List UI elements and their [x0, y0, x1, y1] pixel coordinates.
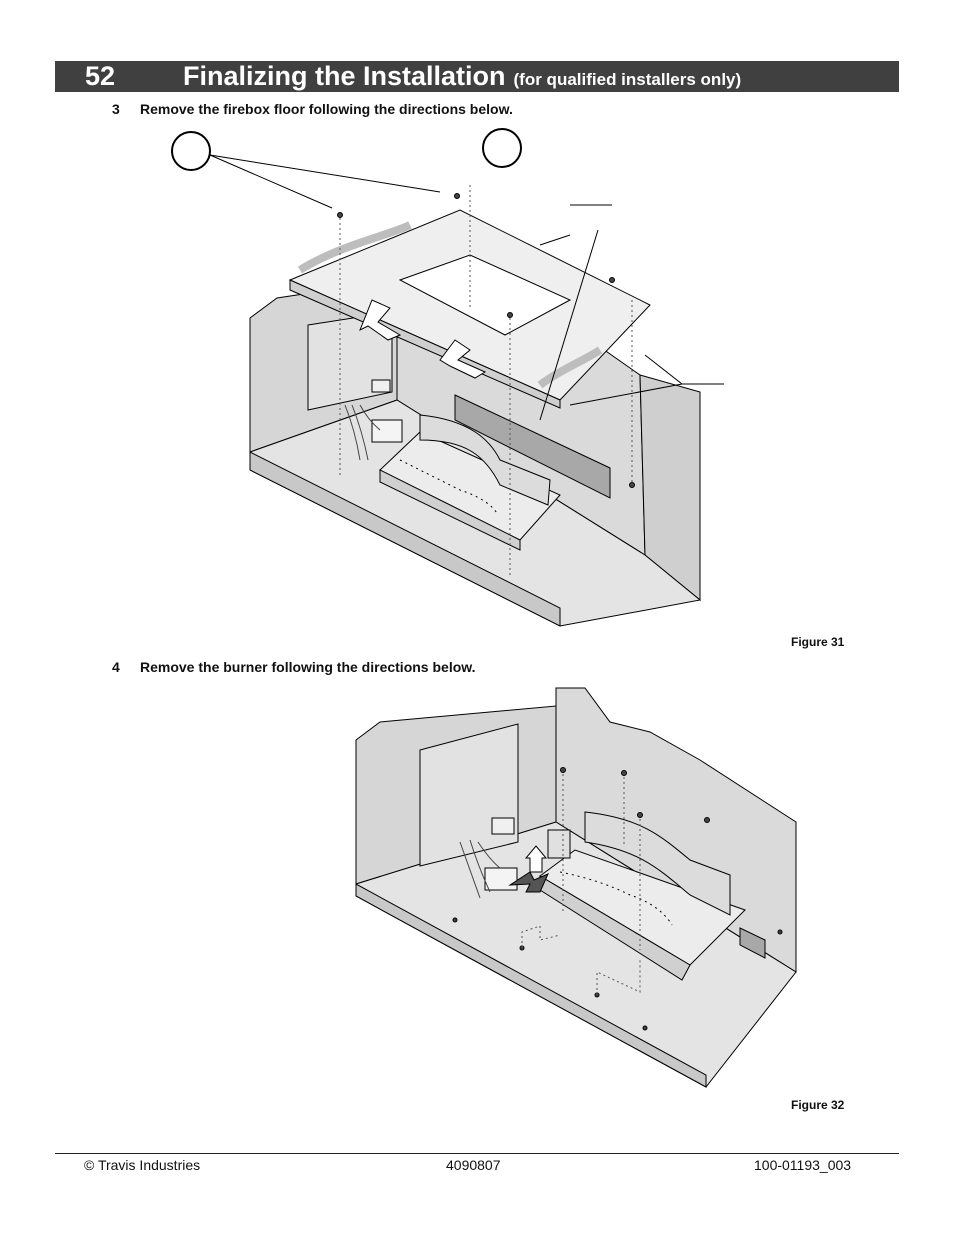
gas-valve	[371, 419, 403, 443]
section-header: 52 Finalizing the Installation (for quali…	[55, 61, 899, 92]
callout-circle-a	[171, 131, 211, 171]
burner-log-support	[419, 414, 551, 506]
page-subtitle: (for qualified installers only)	[513, 70, 742, 89]
leader-line-bottom-b	[569, 383, 683, 406]
screw-icon	[642, 1025, 648, 1031]
screw-icon	[629, 482, 635, 488]
floor-panel-opening	[398, 254, 572, 336]
burner-ports	[399, 459, 499, 516]
burner-front	[379, 469, 521, 551]
figure-31-illustration	[171, 128, 724, 627]
disconnect-arrow	[508, 871, 549, 893]
step-text: Remove the firebox floor following the d…	[140, 101, 513, 117]
leader-line-top-b	[539, 234, 571, 246]
footer-copyright: © Travis Industries	[84, 1157, 201, 1173]
rear-slot	[739, 927, 766, 959]
screw-icon	[609, 277, 615, 283]
leader-line-top-a	[539, 229, 599, 421]
screw-drop-lines	[339, 185, 633, 575]
rear-slot	[454, 394, 611, 499]
step-4-instruction: 4 Remove the burner following the directi…	[112, 659, 476, 675]
page-title-text: Finalizing the Installation	[183, 61, 506, 91]
screw-icon	[560, 767, 566, 773]
screw-icon	[452, 917, 458, 923]
pilot-assembly	[547, 829, 571, 859]
screw-icon	[337, 212, 343, 218]
page-title: Finalizing the Installation (for qualifie…	[183, 61, 741, 95]
floor-panel-edge	[289, 279, 561, 409]
floor-bracket-left	[297, 221, 412, 274]
page-number: 52	[85, 61, 116, 91]
screw-icon	[621, 770, 627, 776]
screw-icon	[777, 929, 783, 935]
step-number: 4	[112, 659, 120, 675]
step-text: Remove the burner following the directio…	[140, 659, 476, 675]
burner-ports	[559, 871, 673, 926]
figure-32-caption: Figure 32	[791, 1098, 845, 1112]
lift-arrow-right	[439, 339, 487, 379]
screw-icon	[454, 193, 460, 199]
screw-markers	[337, 193, 635, 488]
leader-line-screw-left	[209, 154, 333, 209]
floor-front-edge	[249, 451, 561, 627]
step-number: 3	[112, 101, 120, 117]
lift-arrow-left	[359, 299, 402, 341]
step-3-instruction: 3 Remove the firebox floor following the …	[112, 101, 513, 117]
footer-part-number: 4090807	[446, 1157, 501, 1173]
floor-front-edge	[355, 883, 707, 1088]
gas-valve	[484, 867, 518, 891]
valve-wires	[459, 839, 501, 899]
floor-bracket-right	[537, 346, 603, 389]
lift-arrow	[524, 845, 548, 873]
burner-log-support	[584, 811, 731, 916]
valve-wires	[344, 404, 381, 461]
screw-drop-lines	[521, 774, 641, 995]
footer-doc-number: 100-01193_003	[754, 1157, 852, 1173]
leader-line-bottom-a	[644, 354, 683, 385]
screw-icon	[637, 812, 643, 818]
panel-label	[371, 379, 391, 393]
screw-icon	[507, 312, 513, 318]
panel-label	[491, 817, 515, 835]
footer-divider	[55, 1153, 899, 1154]
callout-circle-b	[482, 128, 522, 168]
screw-markers	[452, 767, 783, 1031]
leader-line-screw-right	[209, 154, 441, 193]
figure-31-caption: Figure 31	[791, 635, 845, 649]
screw-icon	[704, 817, 710, 823]
